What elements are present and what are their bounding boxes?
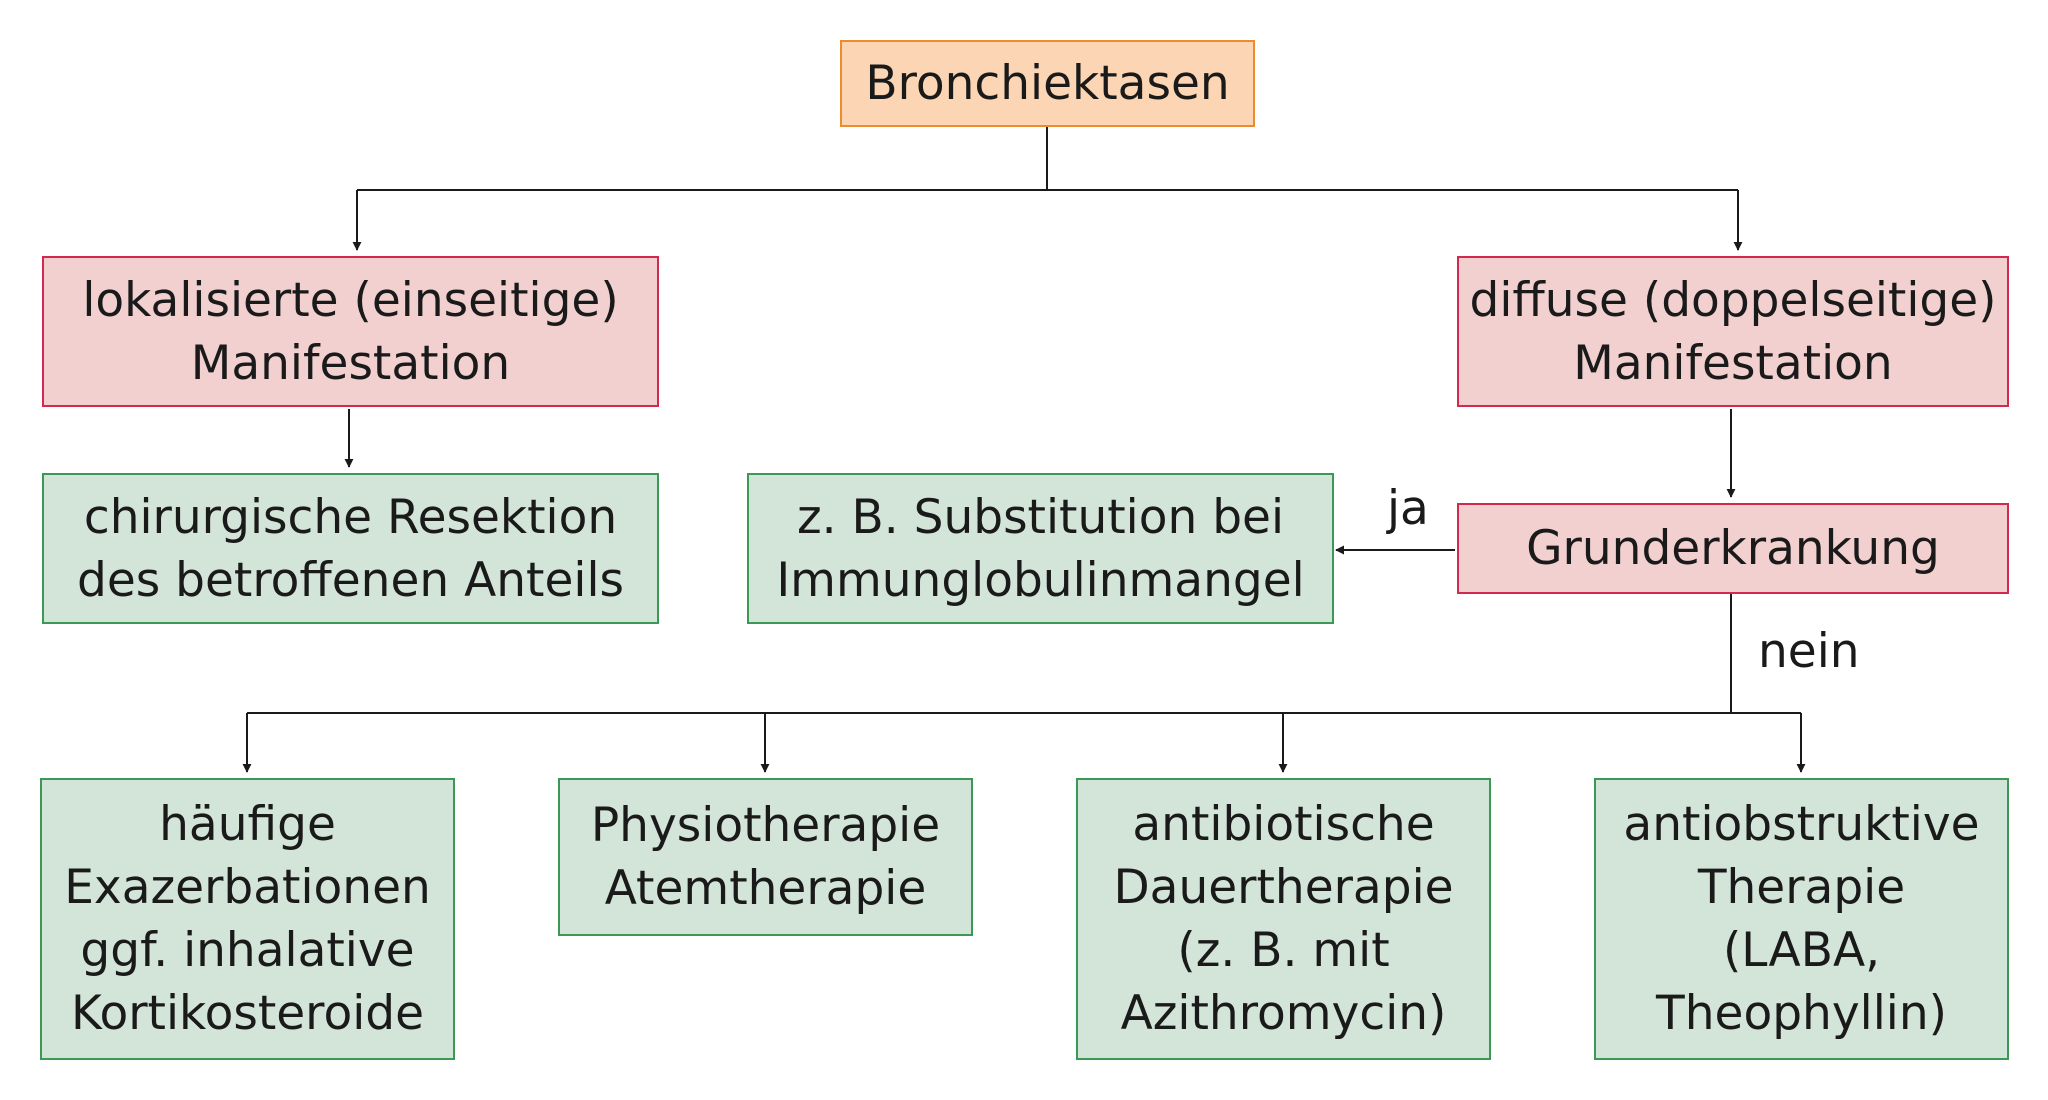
diffuse-line-1: diffuse (doppelseitige) xyxy=(1469,272,1997,328)
root-node-bronchiektasen: Bronchiektasen xyxy=(840,40,1255,127)
exacerbations-line-4: Kortikosteroide xyxy=(70,986,425,1041)
exacerbations-line-3: ggf. inhalative xyxy=(80,923,415,978)
antiobstructive-line-3: (LABA, xyxy=(1722,923,1881,978)
underlying-disease-node: Grunderkrankung xyxy=(1457,503,2009,594)
surgical-resection-node: chirurgische Resektion des betroffenen A… xyxy=(42,473,659,624)
root-node-label: Bronchiektasen xyxy=(865,56,1230,111)
no-branch-label: nein xyxy=(1758,624,1860,679)
substitution-line-2: Immunglobulinmangel xyxy=(776,552,1305,608)
antibiotic-line-2: Dauertherapie xyxy=(1113,860,1454,915)
underlying-label: Grunderkrankung xyxy=(1526,521,1940,576)
antiobstructive-line-4: Theophyllin) xyxy=(1656,986,1947,1041)
yes-branch-label: ja xyxy=(1387,481,1429,536)
substitution-line-1: z. B. Substitution bei xyxy=(796,489,1285,545)
antibiotic-line-1: antibiotische xyxy=(1132,797,1435,852)
antiobstructive-line-1: antiobstruktive xyxy=(1623,797,1980,852)
antiobstructive-therapy-node: antiobstruktive Therapie (LABA, Theophyl… xyxy=(1594,778,2009,1060)
substitution-node: z. B. Substitution bei Immunglobulinmang… xyxy=(747,473,1334,624)
resection-line-1: chirurgische Resektion xyxy=(83,489,618,545)
diffuse-line-2: Manifestation xyxy=(1573,335,1893,391)
antibiotic-line-3: (z. B. mit xyxy=(1177,923,1390,978)
antibiotic-line-4: Azithromycin) xyxy=(1120,986,1447,1041)
resection-line-2: des betroffenen Anteils xyxy=(76,552,625,608)
exacerbations-line-1: häufige xyxy=(159,797,336,852)
localized-manifestation-node: lokalisierte (einseitige) Manifestation xyxy=(42,256,659,407)
localized-line-1: lokalisierte (einseitige) xyxy=(82,272,619,328)
localized-line-2: Manifestation xyxy=(190,335,511,391)
exacerbations-node: häufige Exazerbationen ggf. inhalative K… xyxy=(40,778,455,1060)
physiotherapy-node: Physiotherapie Atemtherapie xyxy=(558,778,973,936)
physio-line-2: Atemtherapie xyxy=(604,861,927,916)
exacerbations-line-2: Exazerbationen xyxy=(64,860,431,915)
antiobstructive-line-2: Therapie xyxy=(1697,860,1906,915)
physio-line-1: Physiotherapie xyxy=(590,798,941,853)
antibiotic-therapy-node: antibiotische Dauertherapie (z. B. mit A… xyxy=(1076,778,1491,1060)
diffuse-manifestation-node: diffuse (doppelseitige) Manifestation xyxy=(1457,256,2009,407)
